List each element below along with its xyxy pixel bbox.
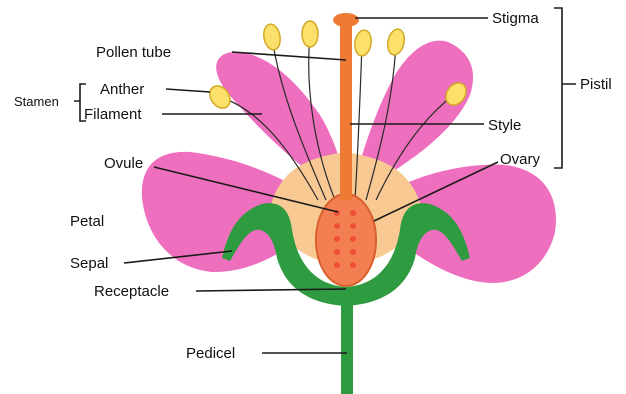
- petal-label: Petal: [70, 213, 104, 230]
- anther-2: [262, 23, 282, 51]
- ovule-5: [334, 236, 340, 242]
- ovule-9: [334, 262, 340, 268]
- style-label: Style: [488, 117, 521, 134]
- ovule-10: [350, 262, 356, 268]
- ovule-4: [350, 223, 356, 229]
- pedicel-label: Pedicel: [186, 345, 235, 362]
- ovary: [316, 194, 376, 286]
- sepal-label: Sepal: [70, 255, 108, 272]
- anther-leader: [166, 89, 210, 92]
- anther-3: [302, 21, 318, 47]
- anther-label: Anther: [100, 81, 144, 98]
- ovule-3: [334, 223, 340, 229]
- stigma-label: Stigma: [492, 10, 539, 27]
- ovule-7: [334, 249, 340, 255]
- stigma: [333, 13, 359, 27]
- pedicel: [341, 300, 353, 394]
- anther-5: [385, 28, 406, 57]
- pistil-label: Pistil: [580, 76, 612, 93]
- ovary-label: Ovary: [500, 151, 541, 168]
- ovule-label: Ovule: [104, 155, 143, 172]
- ovule-2: [350, 210, 356, 216]
- filament-label: Filament: [84, 106, 142, 123]
- ovule-6: [350, 236, 356, 242]
- stamen-label: Stamen: [14, 94, 59, 109]
- ovule-8: [350, 249, 356, 255]
- pollen-tube-label: Pollen tube: [96, 44, 171, 61]
- anther-4: [353, 29, 372, 57]
- receptacle-label: Receptacle: [94, 283, 169, 300]
- pistil-bracket: [554, 8, 576, 168]
- style: [340, 24, 352, 200]
